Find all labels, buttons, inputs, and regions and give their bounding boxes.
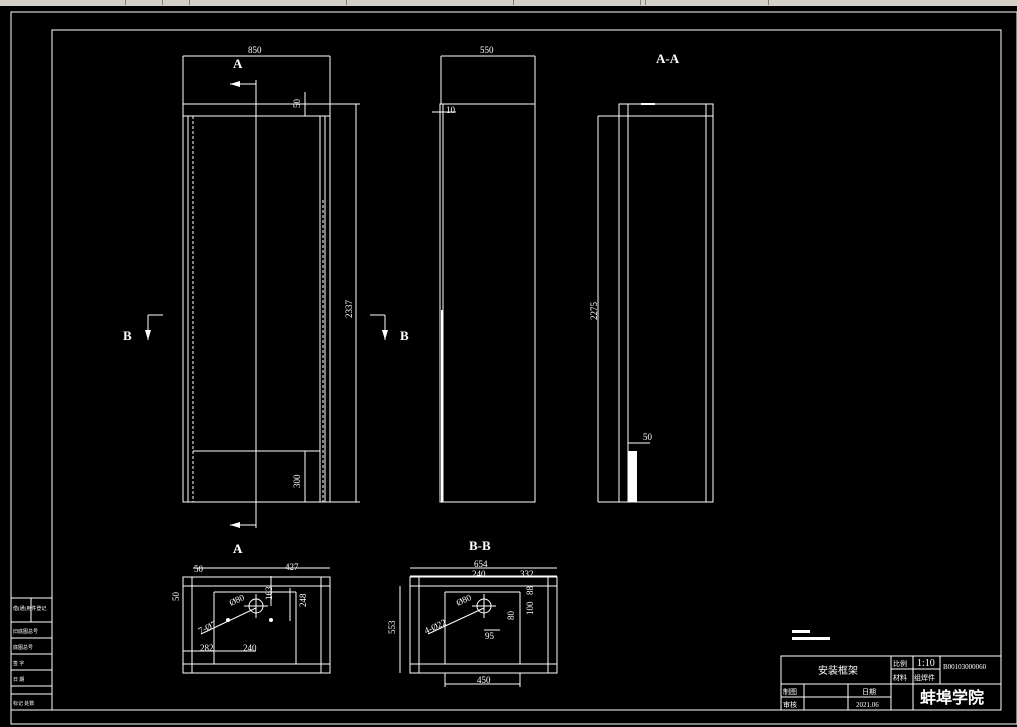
date-label: 日期 (862, 688, 876, 696)
side-block-row: 日 期 (13, 677, 24, 683)
toolbar-segment[interactable] (641, 0, 646, 5)
section-label-b-left: B (123, 328, 132, 343)
outer-frame (10, 11, 1017, 725)
drawing-number: B00103000060 (943, 663, 987, 671)
dim-bb-hole-dia: Ø80 (455, 592, 474, 608)
dim-bb-depth: 553 (387, 620, 397, 634)
dim-a-to-center: 427 (285, 562, 299, 572)
dim-bb-small-b: 100 (525, 601, 535, 615)
dim-bb-left-part: 240 (472, 569, 486, 579)
toolbar-segment[interactable] (0, 0, 126, 5)
side-block-row: 标记 处数 (13, 700, 34, 707)
dim-a-corner-left: 50 (171, 592, 181, 602)
dim-bb-slot: 4-Ø22 (423, 617, 448, 636)
part-name: 安装框架 (818, 664, 858, 677)
dim-front-top-rail: 50 (292, 99, 302, 109)
toolbar-segment[interactable] (646, 0, 769, 5)
scale-value: 1:10 (917, 658, 935, 669)
side-block-row: 旧底图总号 (13, 628, 38, 635)
dim-a-left-margin: 282 (200, 643, 214, 653)
view-a (182, 567, 331, 674)
section-label-a-top: A (233, 56, 243, 71)
toolbar-segment[interactable] (347, 0, 514, 5)
section-label-b-right: B (400, 328, 409, 343)
foot-plate-hatch (628, 451, 637, 502)
scale-label: 比例 (893, 659, 907, 668)
dim-a-hole-dia: Ø80 (228, 592, 247, 608)
dim-bb-bottom-width: 450 (477, 675, 491, 685)
dim-a-offset-a: 163 (264, 586, 274, 600)
application-toolbar-strip (0, 0, 1017, 6)
material-value: 组焊件 (914, 673, 935, 682)
drawn-label: 制图 (783, 687, 797, 696)
inner-frame (51, 29, 1002, 711)
dim-aa-foot: 50 (643, 432, 653, 442)
scale-mark (792, 630, 810, 633)
check-label: 审核 (783, 700, 797, 709)
dim-bb-small-a: 88 (525, 586, 535, 596)
dim-a-slot: 7-Ø7 (197, 619, 218, 636)
dim-bb-to-hole: 95 (485, 631, 495, 641)
dim-a-offset-b: 248 (298, 593, 308, 607)
dim-side-width: 550 (480, 45, 494, 55)
school-name: 蚌埠学院 (920, 688, 984, 707)
dim-a-hole-spacing: 240 (243, 643, 257, 653)
title-block (780, 655, 1002, 711)
side-block-row: 借(通)用件登记 (13, 605, 46, 612)
material-label: 材料 (893, 673, 907, 682)
dim-bb-overall: 654 (474, 559, 488, 569)
front-view (147, 55, 386, 528)
date-value: 2021.06 (856, 701, 879, 709)
dim-bb-right-part: 332 (520, 569, 534, 579)
view-title-a: A (233, 541, 243, 556)
dim-front-width: 850 (248, 45, 262, 55)
side-block-row: 底图总号 (13, 644, 33, 651)
side-block-row: 签 字 (13, 660, 24, 667)
dim-side-offset: 10 (446, 105, 456, 115)
revision-side-block (10, 597, 53, 711)
dim-front-height: 2337 (344, 300, 354, 319)
toolbar-segment[interactable] (190, 0, 347, 5)
section-title-aa: A-A (656, 51, 680, 66)
toolbar-segment[interactable] (163, 0, 190, 5)
section-label-a-bottom: A (233, 541, 243, 556)
dim-bb-small-c: 80 (506, 611, 516, 621)
toolbar-segment[interactable] (126, 0, 163, 5)
dim-aa-height: 2275 (589, 302, 599, 321)
section-bb-view (399, 567, 558, 687)
toolbar-segment[interactable] (514, 0, 641, 5)
dim-a-corner-top: 50 (194, 564, 204, 574)
scale-mark (792, 637, 830, 640)
dim-front-bottom: 300 (292, 474, 302, 488)
section-aa-view (597, 103, 714, 503)
section-title-bb: B-B (469, 538, 491, 553)
side-view (432, 55, 536, 503)
